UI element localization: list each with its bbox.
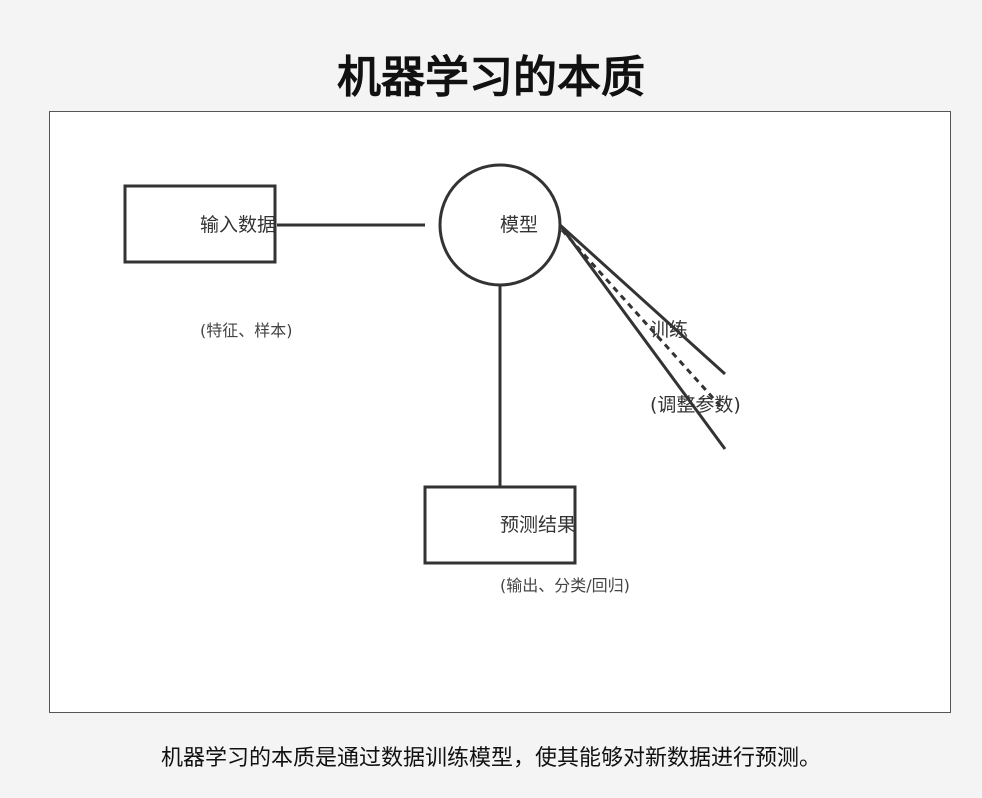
diagram-canvas: 输入数据 (特征、样本) 模型 训练 (调整参数) 预测结果 (输出、分类/回归…	[49, 111, 951, 713]
output-label: 预测结果	[500, 514, 577, 536]
page-title: 机器学习的本质	[337, 52, 645, 104]
input-box	[123, 184, 277, 264]
output-box	[423, 485, 577, 565]
training-line-upper	[558, 223, 727, 376]
training-note: (调整参数)	[650, 394, 741, 416]
output-note: (输出、分类/回归)	[500, 576, 630, 595]
training-line-dashed	[560, 228, 724, 410]
input-note: (特征、样本)	[200, 321, 293, 340]
model-label: 模型	[500, 214, 539, 236]
training-line-lower	[558, 224, 727, 450]
training-label: 训练	[650, 319, 689, 341]
input-label: 输入数据	[200, 214, 277, 236]
diagram-svg	[123, 163, 727, 565]
caption: 机器学习的本质是通过数据训练模型，使其能够对新数据进行预测。	[160, 746, 821, 771]
